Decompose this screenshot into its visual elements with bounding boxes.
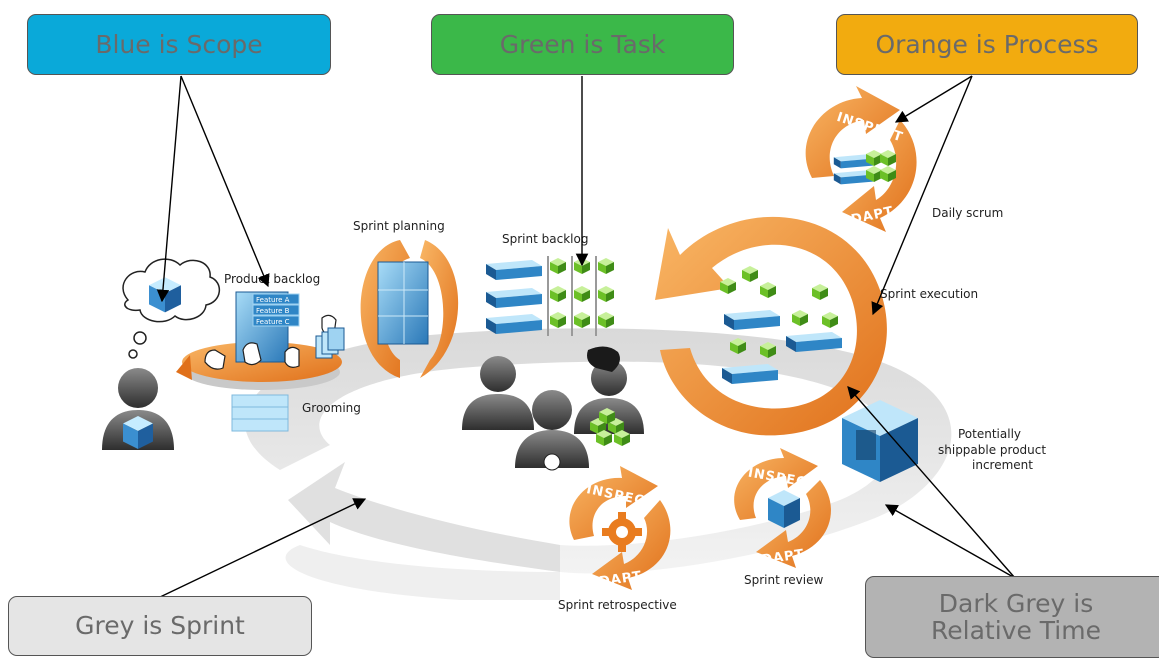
daily-scrum-label: Daily scrum	[932, 206, 1003, 220]
gear-icon	[602, 512, 642, 552]
legend-scope: Blue is Scope	[27, 14, 331, 75]
sprint-execution-group: Sprint execution	[655, 216, 978, 436]
legend-process: Orange is Process	[836, 14, 1138, 75]
annotation-arrows	[156, 75, 1016, 599]
legend-sprint: Grey is Sprint	[8, 596, 312, 656]
legend-sprint-label: Grey is Sprint	[75, 611, 245, 641]
grooming-label: Grooming	[302, 401, 361, 415]
product-owner-figure	[102, 368, 174, 450]
legend-task: Green is Task	[431, 14, 734, 75]
shippable-line1: Potentially	[958, 427, 1021, 441]
legend-time-line1: Dark Grey is	[938, 588, 1094, 618]
legend-task-label: Green is Task	[499, 29, 666, 59]
process-arrow-to-execution	[871, 75, 973, 316]
legend-relative-time: Dark Grey is Relative Time	[865, 576, 1159, 658]
feature-c-label: Feature C	[256, 318, 290, 326]
sprint-arrow-to-track	[157, 498, 367, 599]
feature-b-label: Feature B	[256, 307, 290, 315]
sprint-execution-label: Sprint execution	[880, 287, 978, 301]
product-backlog-label: Product backlog	[224, 272, 320, 286]
sprint-planning-label: Sprint planning	[353, 219, 445, 233]
sprint-retrospective-group: INSPECT ADAPT Sprint retrospective	[558, 466, 677, 612]
legend-time-line2: Relative Time	[931, 616, 1101, 645]
process-arrow-to-daily-scrum	[894, 75, 973, 123]
time-arrow-to-execution	[847, 386, 1016, 579]
sprint-backlog-group: Sprint backlog	[486, 232, 614, 336]
documents-icon	[315, 327, 345, 359]
thought-cloud	[122, 258, 220, 359]
sprint-return-arrow	[288, 462, 560, 572]
scrum-team-figures	[462, 346, 644, 471]
sprint-retrospective-label: Sprint retrospective	[558, 598, 677, 612]
sprint-review-group: INSPECT ADAPT Sprint review	[734, 448, 831, 587]
sprint-track	[244, 328, 952, 600]
feature-a-label: Feature A	[256, 296, 290, 304]
product-backlog-group: Feature A Feature B Feature C Product ba…	[102, 258, 361, 450]
daily-scrum-group: INSPECT ADAPT Daily scrum	[805, 86, 1003, 232]
shippable-increment-group: Potentially shippable product increment	[842, 400, 1046, 482]
review-adapt-word: ADAPT	[750, 547, 806, 569]
retro-adapt-word: ADAPT	[587, 569, 643, 591]
shippable-line2: shippable product	[938, 443, 1046, 457]
execution-cycle-arrow	[655, 216, 887, 436]
time-arrow-to-review	[884, 504, 1016, 579]
sprint-review-label: Sprint review	[744, 573, 823, 587]
scope-arrow-to-cloud	[156, 75, 182, 303]
legend-process-label: Orange is Process	[875, 29, 1099, 59]
legend-scope-label: Blue is Scope	[95, 29, 263, 59]
hands-icon	[204, 314, 337, 370]
shippable-line3: increment	[972, 458, 1033, 472]
sprint-planning-group: Sprint planning	[353, 219, 459, 378]
sprint-backlog-label: Sprint backlog	[502, 232, 588, 246]
scope-arrow-to-backlog	[180, 75, 270, 288]
